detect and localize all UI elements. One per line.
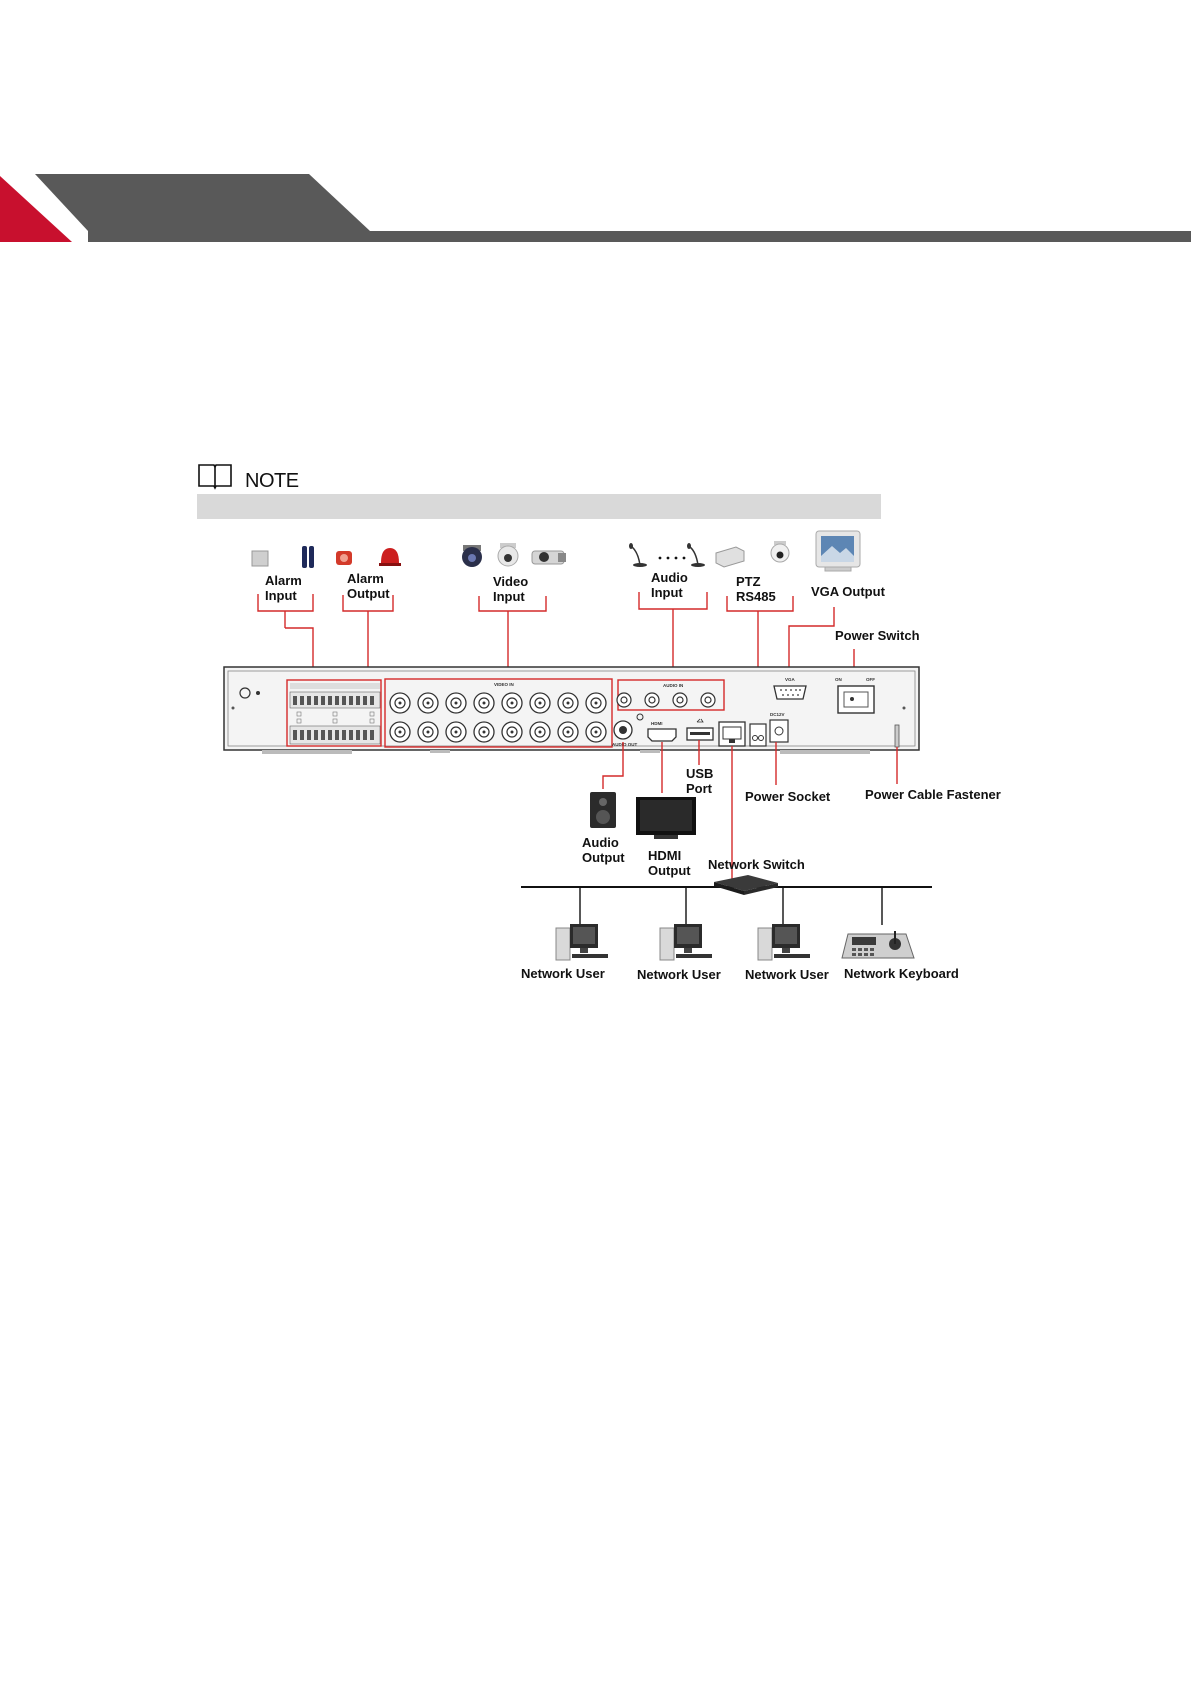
alarm-output-label-1: Alarm xyxy=(347,571,384,586)
audio-input-label-2: Input xyxy=(651,585,683,600)
audio-output-label-2: Output xyxy=(582,850,625,865)
video-input-label-2: Input xyxy=(493,589,525,604)
hdmi-output-label-2: Output xyxy=(648,863,691,878)
alarm-input-label-2: Input xyxy=(265,588,297,603)
off-panel-label: OFF xyxy=(866,677,875,682)
rs485-port[interactable] xyxy=(750,724,766,746)
ptz-devices-icon xyxy=(716,541,789,567)
ptz-label-1: PTZ xyxy=(736,574,761,589)
hdmi-tv-icon xyxy=(636,797,696,839)
hdmi-output-label-1: HDMI xyxy=(648,848,681,863)
dc-panel-label: DC12V xyxy=(770,712,785,717)
alarm-input-label-1: Alarm xyxy=(265,573,302,588)
speaker-icon xyxy=(590,792,616,828)
microphone-devices-icon xyxy=(629,543,705,567)
power-socket-label: Power Socket xyxy=(745,789,831,804)
vga-port[interactable] xyxy=(774,686,806,699)
power-cable-fastener[interactable] xyxy=(895,725,899,747)
hdmi-port[interactable] xyxy=(648,729,676,741)
power-cable-fastener-label: Power Cable Fastener xyxy=(865,787,1001,802)
power-switch-label: Power Switch xyxy=(835,628,920,643)
network-user-label-3: Network User xyxy=(745,967,829,982)
alarm-output-label-2: Output xyxy=(347,586,390,601)
network-user-computer-icon xyxy=(660,924,712,960)
vga-panel-label: VGA xyxy=(785,677,796,682)
alarm-output-devices-icon xyxy=(336,548,401,566)
network-keyboard-icon xyxy=(842,931,914,958)
audio-out-panel-label: AUDIO OUT xyxy=(612,742,638,747)
network-switch-icon xyxy=(714,875,778,895)
power-switch[interactable] xyxy=(838,686,874,713)
audio-in-panel-label: AUDIO IN xyxy=(663,683,683,688)
audio-input-label-1: Audio xyxy=(651,570,688,585)
audio-output-label-1: Audio xyxy=(582,835,619,850)
dvr-rear-panel: VIDEO IN AUDIO IN AUDIO OUT xyxy=(224,667,919,754)
video-input-label-1: Video xyxy=(493,574,528,589)
hdmi-panel-label: HDMI xyxy=(651,721,663,726)
network-switch-label: Network Switch xyxy=(708,857,805,872)
network-user-label-2: Network User xyxy=(637,967,721,982)
network-keyboard-label: Network Keyboard xyxy=(844,966,959,981)
network-drop-lines xyxy=(580,887,882,925)
on-panel-label: ON xyxy=(835,677,842,682)
video-camera-devices-icon xyxy=(462,543,566,567)
usb-port-label-2: Port xyxy=(686,781,713,796)
network-user-computer-icon xyxy=(758,924,810,960)
power-socket[interactable] xyxy=(770,720,788,742)
monitor-icon xyxy=(816,531,860,571)
alarm-input-devices-icon xyxy=(252,546,314,568)
usb-port-label-1: USB xyxy=(686,766,713,781)
video-in-panel-label: VIDEO IN xyxy=(494,682,514,687)
vga-output-label: VGA Output xyxy=(811,584,886,599)
network-user-computer-icon xyxy=(556,924,608,960)
ptz-label-2: RS485 xyxy=(736,589,776,604)
network-user-label-1: Network User xyxy=(521,966,605,981)
